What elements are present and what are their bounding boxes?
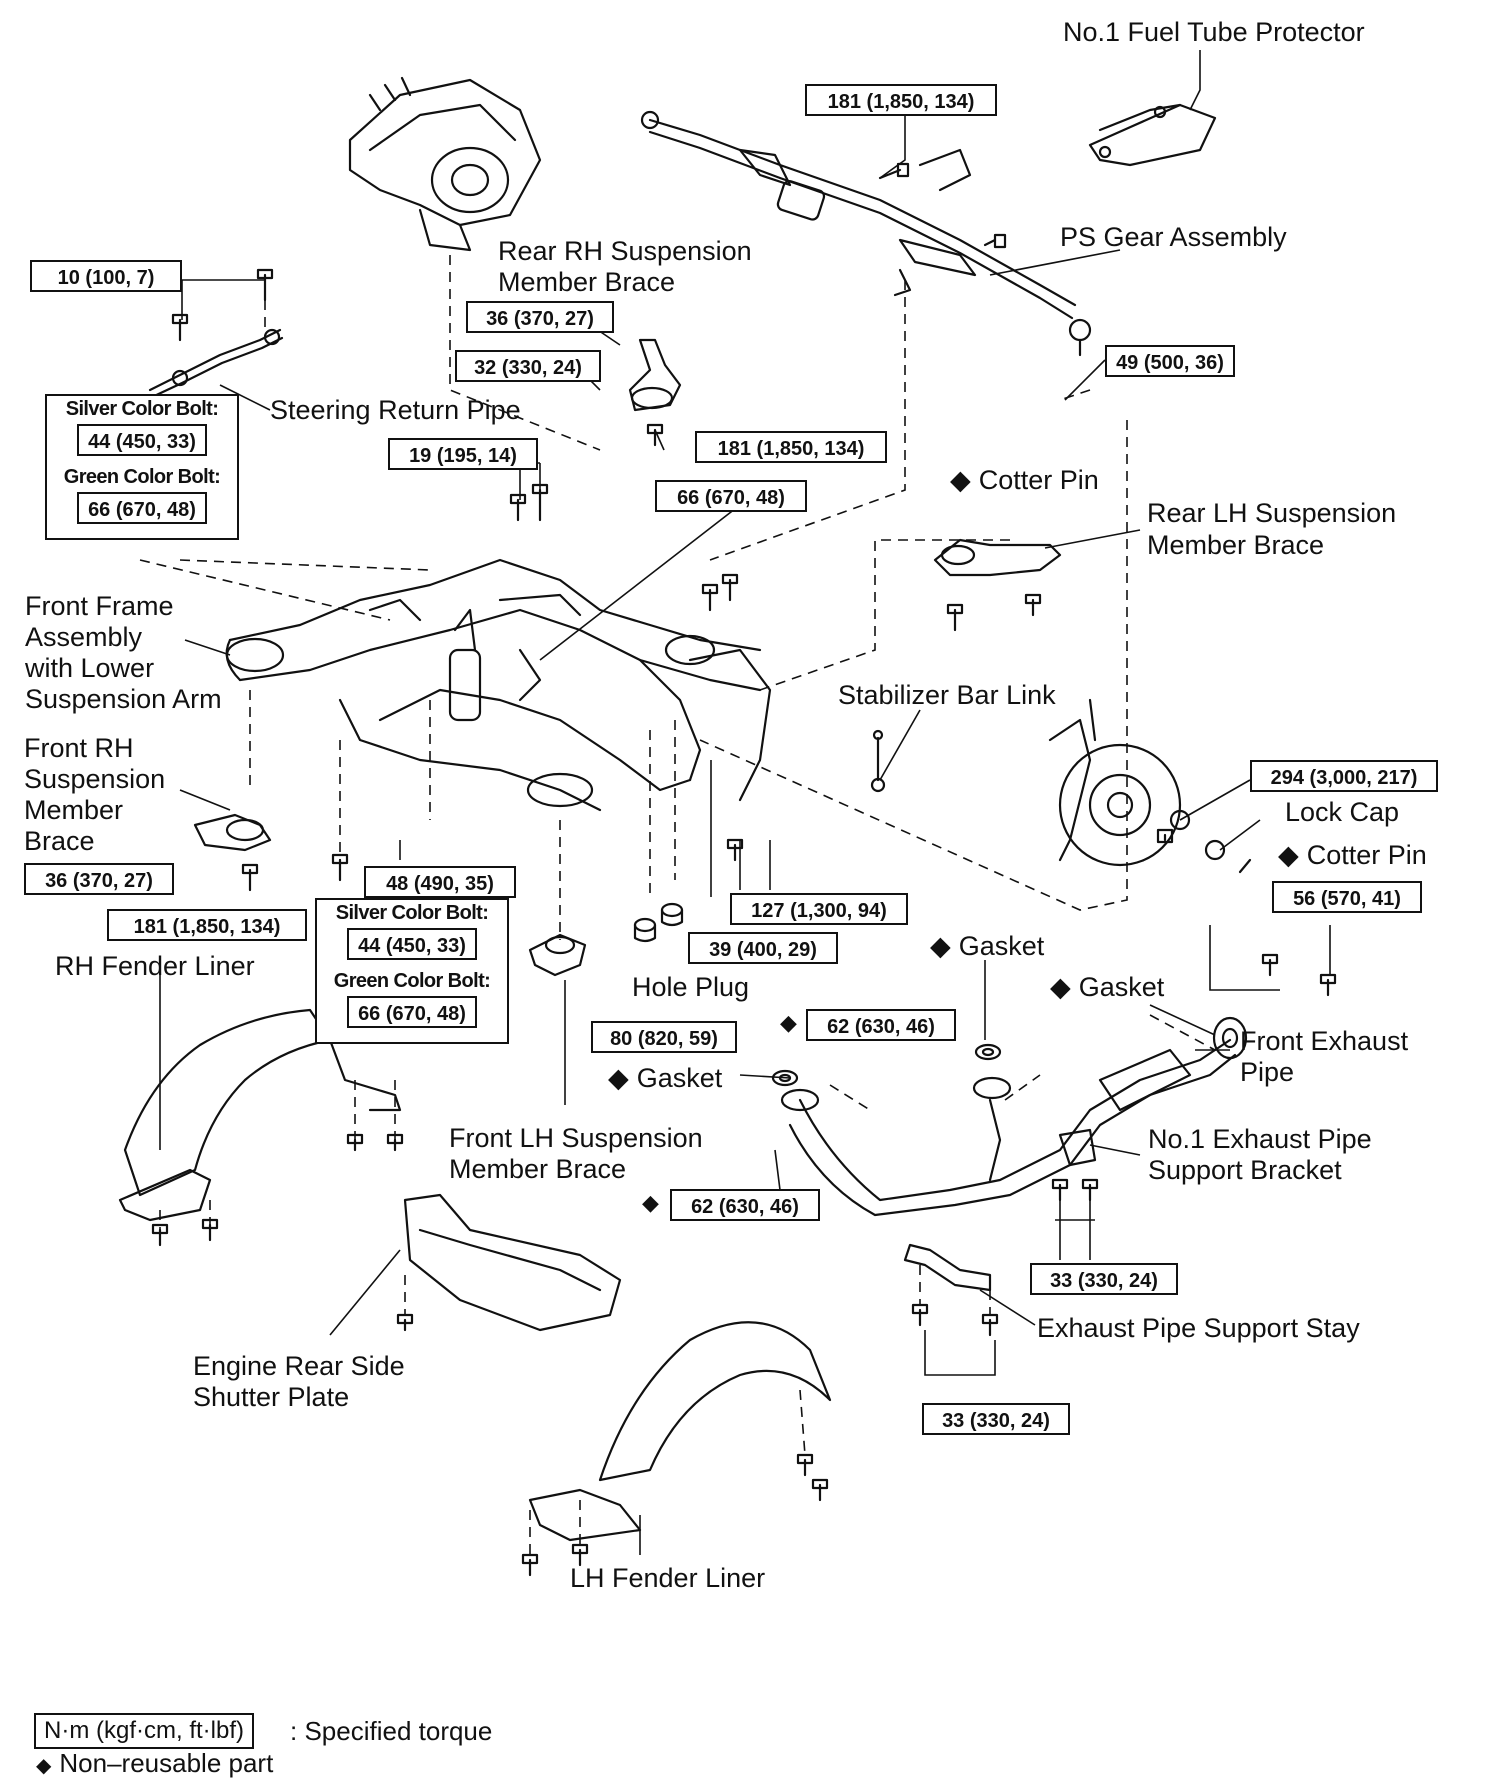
green-bolt-torque: 66 (670, 48): [347, 996, 477, 1028]
label-rear-rh-brace-2: Member Brace: [498, 267, 676, 297]
torque-ball-joint-bolt: 127 (1,300, 94): [730, 893, 908, 925]
nonreusable-diamond: ◆: [1278, 840, 1299, 870]
exhaust-stay-drawing: [903, 1243, 992, 1292]
torque-frame-side-bolt: 48 (490, 35): [364, 866, 516, 898]
bolt-color-box-lower: Silver Color Bolt: 44 (450, 33) Green Co…: [315, 898, 509, 1044]
lh-fender-liner-drawing: [528, 1321, 832, 1542]
exhaust-bracket-drawing: [1058, 1128, 1097, 1167]
front-rh-brace-drawing: [193, 813, 272, 852]
green-bolt-label: Green Color Bolt:: [333, 970, 491, 992]
label-exhaust-bracket-2: Support Bracket: [1148, 1155, 1342, 1185]
label-front-frame-2: Assembly: [25, 622, 143, 652]
torque-frame-rear-bolt: 39 (400, 29): [688, 932, 838, 964]
green-bolt-label: Green Color Bolt:: [63, 466, 221, 488]
label-stabilizer-bar-link: Stabilizer Bar Link: [838, 680, 1056, 710]
fuel-tube-protector-drawing: [1088, 103, 1217, 167]
nonreusable-diamond: ◆: [36, 1755, 52, 1777]
torque-exhaust-stay-bolt: 33 (330, 24): [922, 1403, 1070, 1435]
torque-front-lh-brace-bolt: 80 (820, 59): [591, 1021, 737, 1053]
silver-bolt-torque: 44 (450, 33): [77, 424, 207, 456]
legend-specified-torque: : Specified torque: [290, 1716, 493, 1746]
torque-rear-rh-brace-lower-bolt: 181 (1,850, 134): [695, 431, 887, 463]
label-front-exhaust-pipe-2: Pipe: [1240, 1057, 1295, 1087]
label-gasket-3: ◆Gasket: [608, 1063, 723, 1093]
torque-exhaust-manifold-upper: ◆: [780, 1006, 805, 1038]
bolt-color-box-upper: Silver Color Bolt: 44 (450, 33) Green Co…: [45, 394, 239, 540]
dashed-assembly-lines: [139, 255, 1216, 1555]
torque-exhaust-manifold-upper-box: 62 (630, 46): [806, 1009, 956, 1041]
label-hole-plug: Hole Plug: [632, 972, 750, 1002]
rear-lh-brace-drawing: [933, 538, 1062, 577]
label-front-lh-brace-1: Front LH Suspension: [449, 1123, 703, 1153]
torque-front-rh-brace-bolt: 181 (1,850, 134): [107, 909, 307, 941]
torque-rear-rh-brace-nut: 32 (330, 24): [455, 350, 601, 382]
hole-plug-drawing: [633, 902, 684, 943]
front-exhaust-pipe-drawing: [780, 1016, 1248, 1217]
label-ps-gear-assembly: PS Gear Assembly: [1060, 222, 1287, 252]
label-gasket-2: ◆Gasket: [1050, 972, 1165, 1002]
nonreusable-diamond: ◆: [950, 465, 971, 495]
steering-knuckle-drawing: [1048, 698, 1182, 867]
label-front-frame-1: Front Frame: [25, 591, 174, 621]
nonreusable-diamond: ◆: [642, 1190, 659, 1215]
fasteners: [151, 162, 1337, 1577]
label-lock-cap: Lock Cap: [1285, 797, 1400, 827]
label-rear-lh-brace-1: Rear LH Suspension: [1147, 498, 1397, 528]
silver-bolt-label: Silver Color Bolt:: [335, 902, 489, 924]
label-front-frame-3: with Lower: [25, 653, 155, 683]
label-front-rh-brace-4: Brace: [24, 826, 95, 856]
torque-return-pipe-bolt: 10 (100, 7): [30, 260, 182, 292]
rear-rh-brace-drawing: [628, 338, 682, 412]
label-front-rh-brace-3: Member: [24, 795, 124, 825]
legend-unit-box: N·m (kgf·cm, ft·lbf): [34, 1713, 254, 1749]
label-gasket-1: ◆Gasket: [930, 931, 1045, 961]
label-cotter-pin-lower: ◆Cotter Pin: [1278, 840, 1427, 870]
steering-return-pipe-drawing: [148, 328, 284, 400]
transaxle-drawing: [348, 76, 542, 252]
gasket-drawings: [771, 1027, 1239, 1087]
nonreusable-diamond: ◆: [1050, 972, 1071, 1002]
label-front-exhaust-pipe-1: Front Exhaust: [1240, 1026, 1409, 1056]
torque-ps-gear-bolt: 181 (1,850, 134): [805, 84, 997, 116]
nonreusable-diamond: ◆: [780, 1010, 797, 1035]
silver-bolt-torque: 44 (450, 33): [347, 928, 477, 960]
torque-tie-rod-nut: 49 (500, 36): [1105, 345, 1235, 377]
label-front-frame-4: Suspension Arm: [25, 684, 222, 714]
nonreusable-diamond: ◆: [930, 931, 951, 961]
label-front-rh-brace-2: Suspension: [24, 764, 166, 794]
stabilizer-link-drawing: [870, 729, 886, 793]
label-steering-return-pipe: Steering Return Pipe: [270, 395, 521, 425]
label-lh-fender-liner: LH Fender Liner: [570, 1563, 766, 1593]
front-frame-drawing: [225, 558, 772, 812]
torque-exhaust-flange-bolt: 56 (570, 41): [1272, 881, 1422, 913]
label-exhaust-bracket-1: No.1 Exhaust Pipe: [1148, 1124, 1372, 1154]
silver-bolt-label: Silver Color Bolt:: [65, 398, 219, 420]
torque-frame-upper-bolt: 19 (195, 14): [388, 438, 538, 470]
torque-frame-center-bolt: 66 (670, 48): [655, 480, 807, 512]
torque-exhaust-bracket-bolt: 33 (330, 24): [1030, 1263, 1178, 1295]
nonreusable-diamond: ◆: [608, 1063, 629, 1093]
torque-hub-nut: 294 (3,000, 217): [1250, 760, 1438, 792]
label-rh-fender-liner: RH Fender Liner: [55, 951, 255, 981]
label-shutter-plate-2: Shutter Plate: [193, 1382, 350, 1412]
label-front-lh-brace-2: Member Brace: [449, 1154, 627, 1184]
label-exhaust-stay: Exhaust Pipe Support Stay: [1037, 1313, 1360, 1343]
label-fuel-tube-protector: No.1 Fuel Tube Protector: [1063, 17, 1365, 47]
torque-exhaust-manifold-lower: ◆: [642, 1186, 667, 1218]
legend-nonreusable: ◆Non–reusable part: [36, 1747, 273, 1782]
label-front-rh-brace-1: Front RH: [24, 733, 134, 763]
label-rear-rh-brace-1: Rear RH Suspension: [498, 236, 752, 266]
torque-exhaust-manifold-lower-box: 62 (630, 46): [670, 1189, 820, 1221]
torque-rear-rh-brace-bolt: 36 (370, 27): [466, 301, 614, 333]
shutter-plate-drawing: [403, 1193, 622, 1332]
green-bolt-torque: 66 (670, 48): [77, 492, 207, 524]
label-shutter-plate-1: Engine Rear Side: [193, 1351, 405, 1381]
label-cotter-pin-top: ◆Cotter Pin: [950, 465, 1099, 495]
front-lh-brace-drawing: [528, 933, 587, 977]
label-rear-lh-brace-2: Member Brace: [1147, 530, 1325, 560]
ps-gear-drawing: [640, 110, 1092, 357]
torque-front-rh-brace-nut: 36 (370, 27): [24, 863, 174, 895]
